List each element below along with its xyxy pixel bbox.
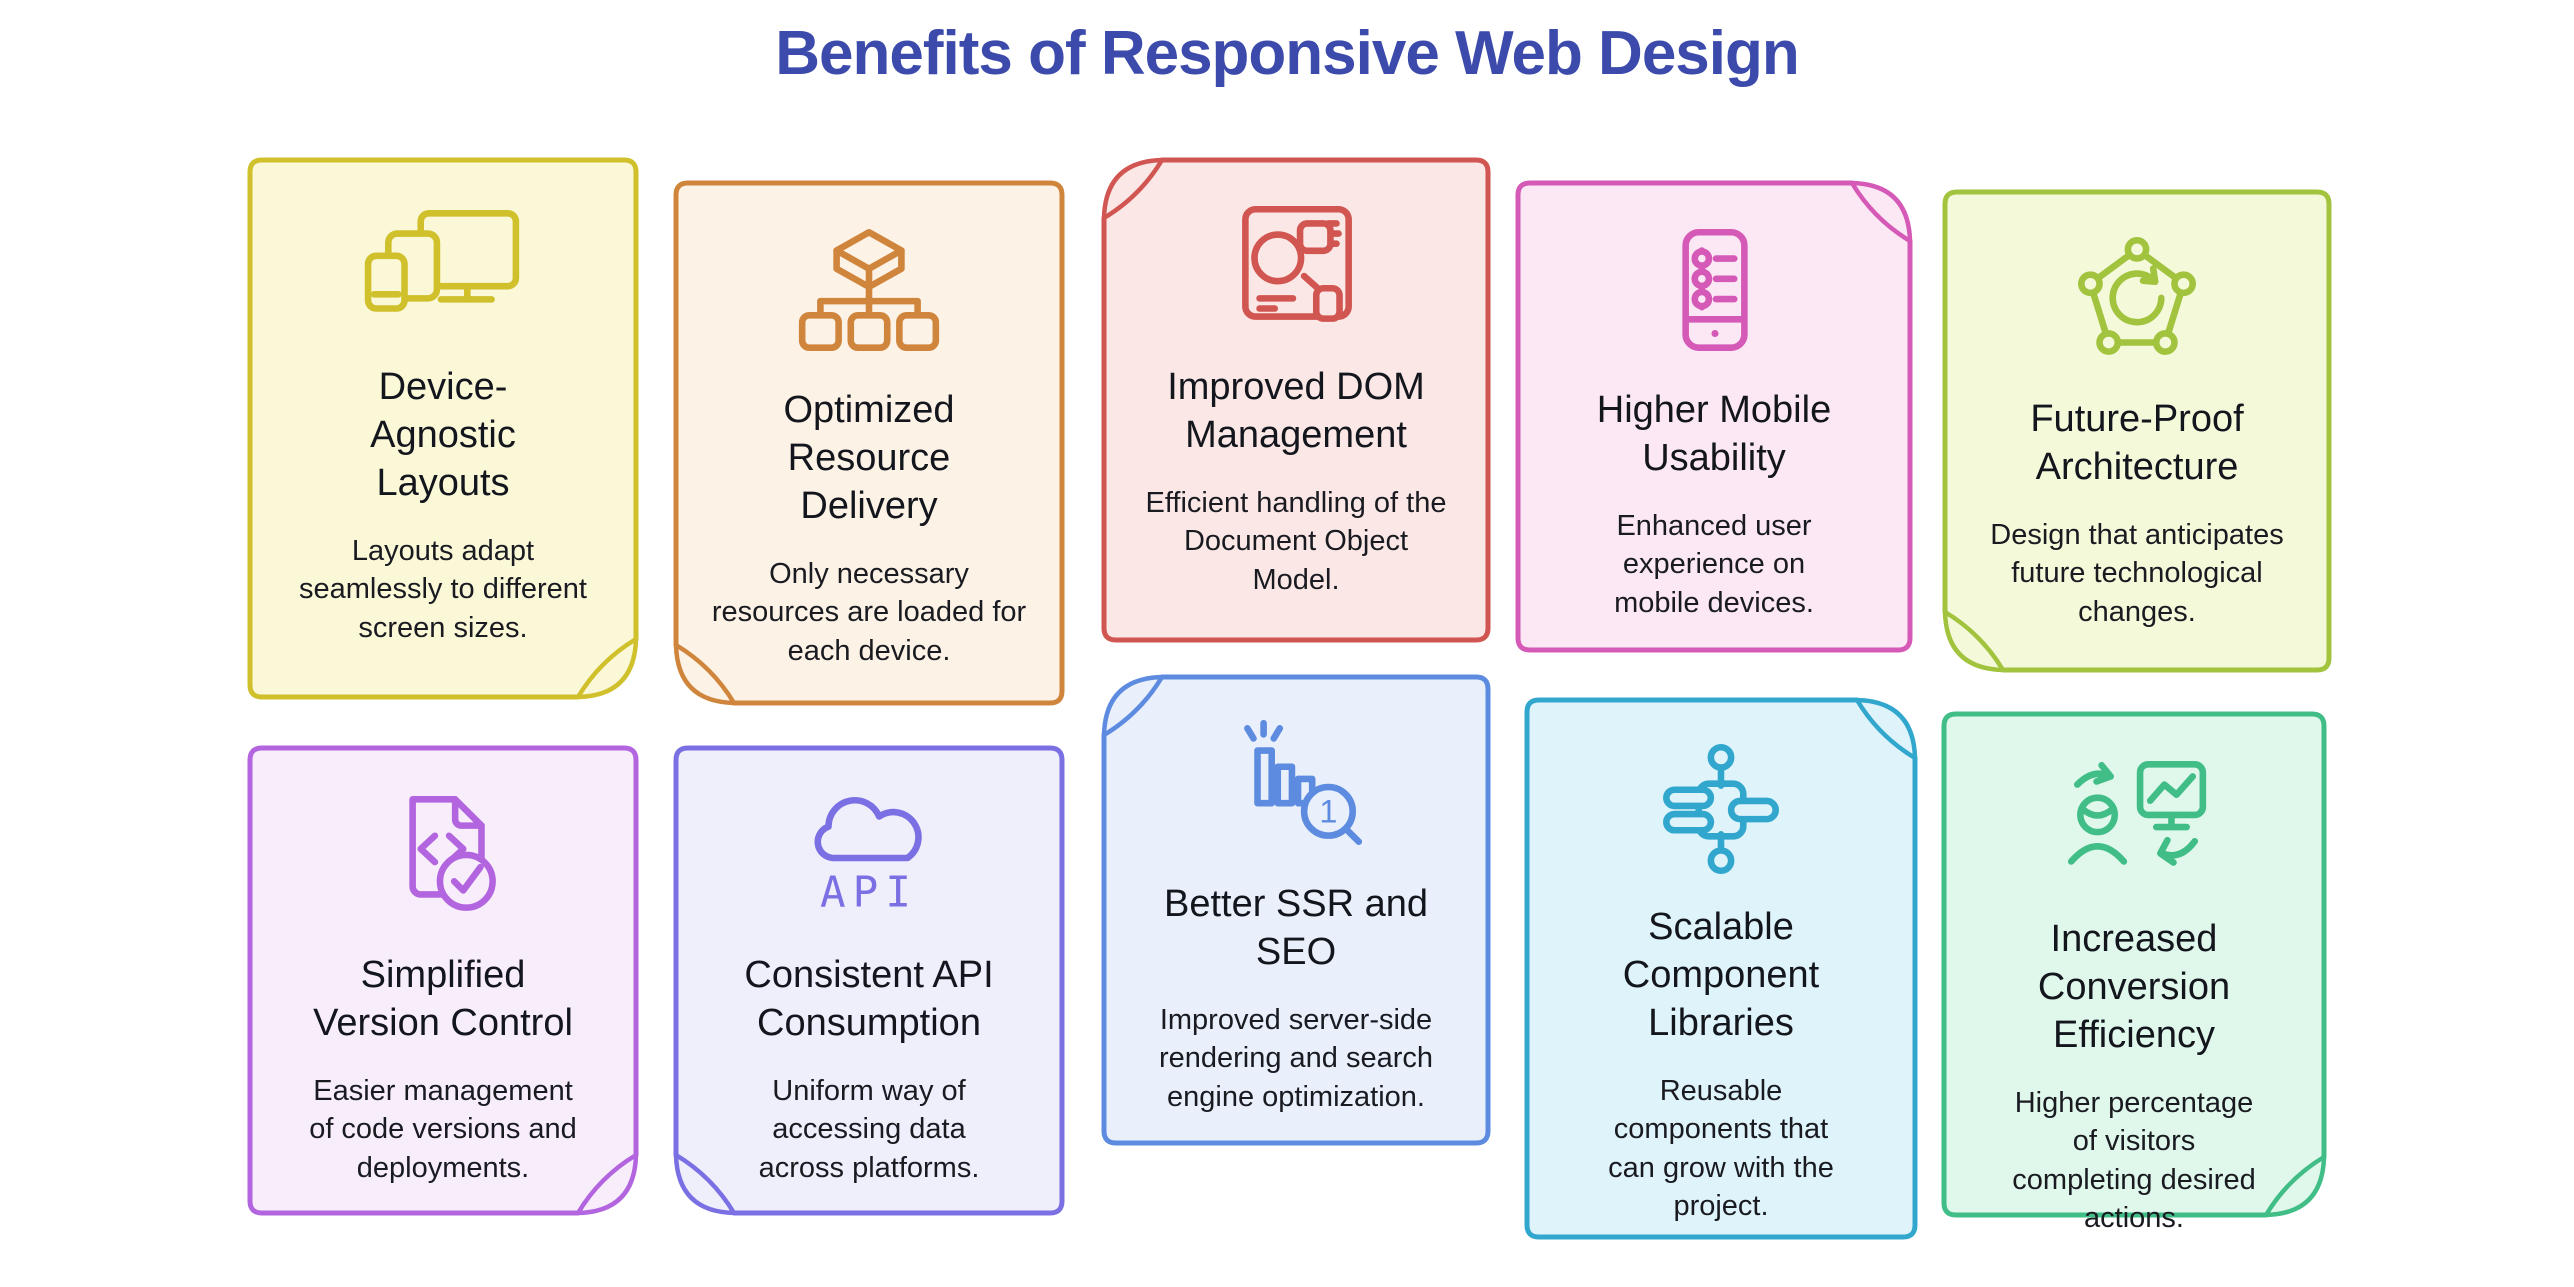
phone-settings-icon [1633, 225, 1795, 359]
card-higher-mobile-usability: Higher Mobile Usability Enhanced user ex… [1515, 180, 1913, 653]
document-diagram-icon [1215, 202, 1377, 336]
card-better-ssr-and-seo: 1 Better SSR and SEO Improved server-sid… [1101, 674, 1491, 1146]
chart-search-icon: 1 [1215, 719, 1377, 853]
card-title: Increased Conversion Efficiency [2037, 918, 2231, 1056]
devices-icon [362, 202, 524, 336]
card-description: Reusable components that can grow with t… [1608, 1074, 1834, 1223]
card-description: Only necessary resources are loaded for … [711, 557, 1027, 667]
box-hierarchy-icon [788, 225, 950, 359]
card-improved-dom-management: Improved DOM Management Efficient handli… [1101, 157, 1491, 643]
card-description: Efficient handling of the Document Objec… [1145, 486, 1447, 596]
card-description: Enhanced user experience on mobile devic… [1614, 509, 1814, 619]
card-device-agnostic-layouts: Device-Agnostic Layouts Layouts adapt se… [247, 157, 639, 700]
card-future-proof-architecture: Future-Proof Architecture Design that an… [1942, 189, 2332, 673]
card-increased-conversion-efficiency: Increased Conversion Efficiency Higher p… [1941, 711, 2327, 1234]
card-title: Optimized Resource Delivery [783, 389, 955, 527]
components-icon [1640, 742, 1802, 876]
card-title: Better SSR and SEO [1163, 883, 1429, 973]
page-title: Benefits of Responsive Web Design [775, 19, 1800, 88]
card-title: Improved DOM Management [1167, 366, 1425, 456]
svg-text:API: API [820, 869, 918, 918]
card-consistent-api-consumption: API Consistent API Consumption Uniform w… [673, 745, 1065, 1216]
card-description: Layouts adapt seamlessly to different sc… [299, 534, 587, 644]
card-title: Consistent API Consumption [744, 954, 994, 1044]
card-title: Future-Proof Architecture [2030, 398, 2244, 488]
card-description: Design that anticipates future technolog… [1990, 518, 2284, 628]
svg-text:1: 1 [1319, 793, 1337, 829]
card-description: Improved server-side rendering and searc… [1158, 1003, 1434, 1113]
card-title: Simplified Version Control [313, 954, 573, 1044]
card-description: Higher percentage of visitors completing… [2012, 1086, 2256, 1235]
cloud-api-icon: API [788, 790, 950, 924]
card-scalable-component-libraries: Scalable Component Libraries Reusable co… [1524, 697, 1918, 1240]
person-chart-icon [2053, 756, 2215, 888]
file-code-check-icon [362, 790, 524, 924]
card-title: Scalable Component Libraries [1622, 906, 1820, 1044]
card-description: Easier management of code versions and d… [309, 1074, 577, 1184]
card-title: Higher Mobile Usability [1596, 389, 1832, 479]
pentagon-network-icon [2056, 234, 2218, 368]
card-simplified-version-control: Simplified Version Control Easier manage… [247, 745, 639, 1216]
card-description: Uniform way of accessing data across pla… [758, 1074, 980, 1184]
card-optimized-resource-delivery: Optimized Resource Delivery Only necessa… [673, 180, 1065, 706]
card-title: Device-Agnostic Layouts [370, 366, 516, 504]
